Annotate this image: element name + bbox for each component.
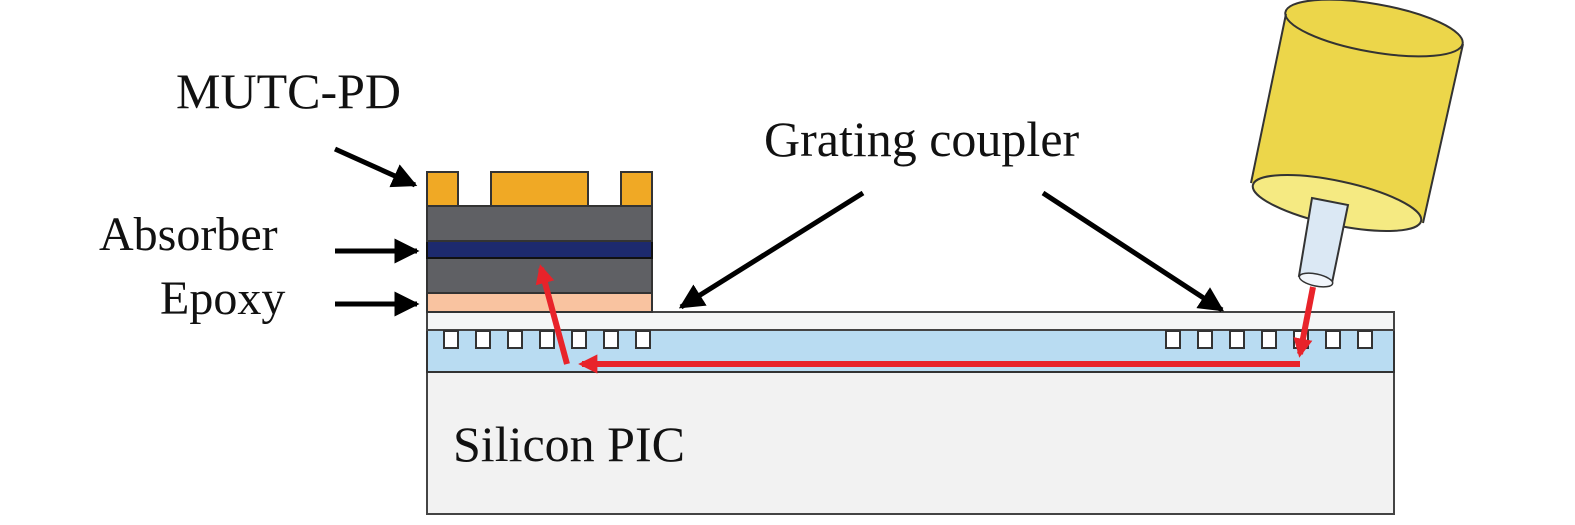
pd-contacts [426, 171, 653, 207]
left-grating [443, 330, 651, 349]
silicon-pic-label: Silicon PIC [453, 416, 685, 472]
epoxy-label: Epoxy [160, 272, 286, 325]
mutc-pd-label: MUTC-PD [176, 63, 402, 119]
light-path [535, 264, 1316, 374]
absorber-layer [426, 240, 653, 259]
grating-coupler-label: Grating coupler [764, 111, 1080, 167]
light-input-segment [1293, 286, 1316, 358]
pd-lower-layer [426, 257, 653, 294]
arrow-grating-left [678, 190, 865, 310]
callout-arrows [333, 146, 1225, 317]
cladding-layer [426, 311, 1395, 331]
fiber-collimator-icon [1250, 0, 1464, 288]
silicon-substrate [426, 371, 1395, 515]
epoxy-layer [426, 292, 653, 313]
arrow-grating-right [1041, 190, 1225, 313]
absorber-label: Absorber [99, 208, 278, 261]
light-coupling-segment [535, 264, 570, 365]
arrow-mutc-pd [333, 146, 418, 188]
pd-upper-layer [426, 205, 653, 242]
